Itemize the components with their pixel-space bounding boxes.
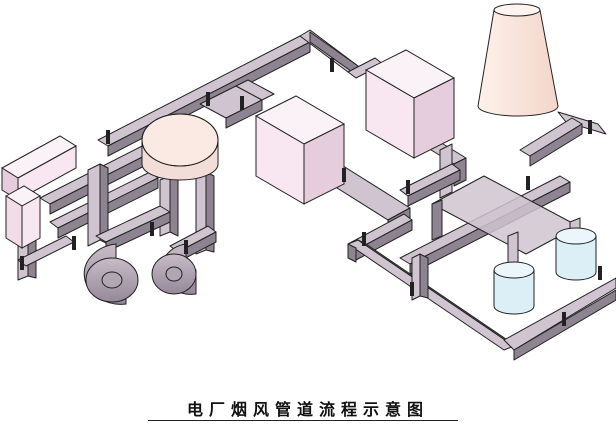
chimney <box>477 3 559 117</box>
damper-16 <box>598 266 602 280</box>
damper-9 <box>526 176 530 190</box>
damper-8 <box>410 282 414 296</box>
precipitator-box-1 <box>254 95 346 205</box>
fan-right <box>151 243 197 295</box>
damper-6 <box>406 180 410 194</box>
damper-2 <box>206 92 210 106</box>
duct-dampers <box>20 58 602 326</box>
fan-left <box>83 243 139 305</box>
damper-11 <box>20 256 24 270</box>
vessel-right <box>555 227 597 281</box>
damper-15 <box>588 120 592 134</box>
vessel-left <box>493 261 535 315</box>
damper-14 <box>184 240 188 254</box>
air-preheater <box>141 113 219 181</box>
precipitator-box-2 <box>364 49 456 159</box>
boiler-unit <box>1 135 77 249</box>
damper-4 <box>330 58 334 72</box>
damper-7 <box>362 232 366 246</box>
duct-lower-loop <box>347 239 616 361</box>
duct-heater-to-precip <box>199 79 275 129</box>
damper-13 <box>150 222 154 236</box>
caption-underline <box>148 420 458 421</box>
damper-12 <box>72 236 76 250</box>
diagram-caption: 电厂烟风管道流程示意图 <box>186 400 429 419</box>
damper-5 <box>342 168 346 182</box>
damper-3 <box>240 96 244 110</box>
damper-1 <box>106 130 110 144</box>
damper-10 <box>562 312 566 326</box>
